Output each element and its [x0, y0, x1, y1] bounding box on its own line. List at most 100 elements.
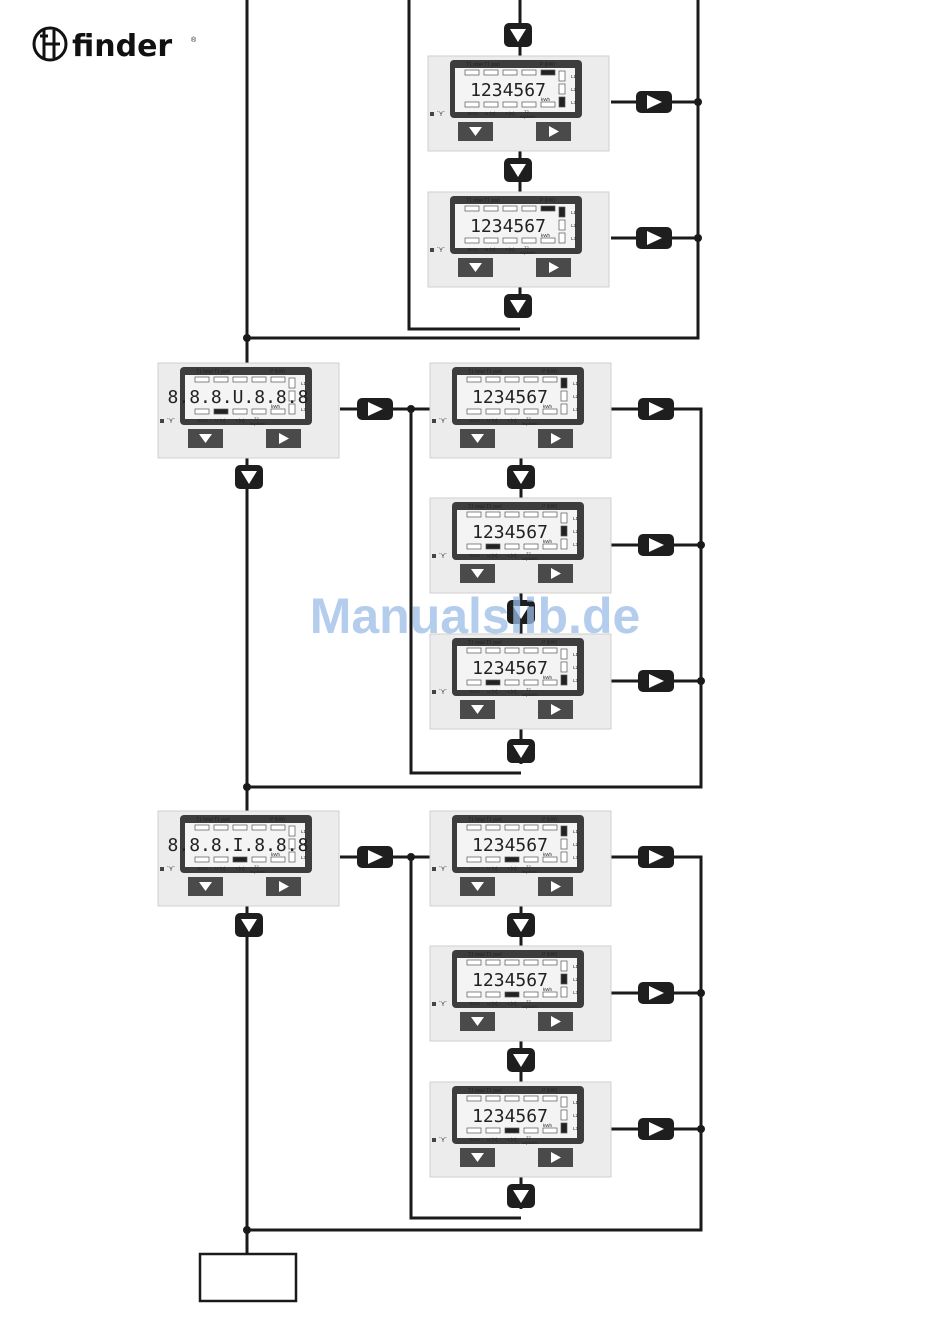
indicator-segment — [504, 376, 520, 383]
down-arrow-icon — [235, 465, 263, 489]
label-error: Error — [470, 689, 481, 694]
meter-down-button[interactable] — [458, 258, 493, 277]
label-i-a: I (A) — [508, 866, 517, 871]
indicator-segment — [523, 824, 539, 831]
indicator-segment — [485, 408, 501, 415]
meter-right-button[interactable] — [538, 1148, 573, 1167]
label-error: Error — [470, 418, 481, 423]
status-led-icon — [160, 419, 164, 423]
phase-bar — [288, 403, 296, 415]
meter-down-button[interactable] — [460, 700, 495, 719]
label-p-kw: P (kW) — [542, 952, 558, 958]
down-arrow-icon — [507, 913, 535, 937]
phase-bar — [558, 232, 566, 244]
indicator-segment — [521, 69, 537, 76]
indicator-segment — [466, 511, 482, 518]
label-t2: T2 — [254, 416, 259, 421]
indicator-segment — [466, 543, 482, 550]
label-l1: L1 — [573, 652, 579, 657]
right-arrow-icon — [636, 227, 672, 249]
phase-bar — [558, 70, 566, 82]
indicator-segment — [504, 824, 520, 831]
meter-reading: 1234567 — [470, 216, 546, 237]
right-arrow-icon — [551, 568, 561, 579]
indicator-segment — [542, 647, 558, 654]
indicator-segment — [523, 543, 539, 550]
indicator-segment — [502, 205, 518, 212]
meter-reading: 8.8.8.I.8.8.8 — [168, 835, 309, 856]
indicator-segment — [232, 376, 248, 383]
indicator-segment — [523, 511, 539, 518]
label-l2: L2 — [571, 223, 577, 228]
label-t1-part: T1 part — [486, 504, 502, 510]
label-error: Error — [470, 866, 481, 871]
meter-right-button[interactable] — [538, 700, 573, 719]
meter-right-button[interactable] — [538, 1012, 573, 1031]
meter-down-button[interactable] — [460, 877, 495, 896]
right-arrow-icon — [551, 1152, 561, 1163]
indicator-segment — [504, 511, 520, 518]
label-l1: L1 — [573, 516, 579, 521]
label-t1-total: T1 total — [466, 62, 483, 68]
indicator-segment — [523, 1127, 539, 1134]
meter-right-button[interactable] — [538, 429, 573, 448]
meter-down-button[interactable] — [460, 1012, 495, 1031]
indicator-segment — [270, 824, 286, 831]
label-t1-total: T1 total — [466, 198, 483, 204]
meter-right-button[interactable] — [538, 877, 573, 896]
label-l2: L2 — [301, 842, 307, 847]
indicator-segment — [270, 408, 286, 415]
indicator-segment — [521, 205, 537, 212]
meter-down-button[interactable] — [188, 877, 223, 896]
label-t1-total: T1 total — [468, 817, 485, 823]
connector-line — [247, 0, 700, 340]
right-arrow-icon — [551, 433, 561, 444]
down-arrow-icon — [504, 294, 532, 318]
down-arrow-icon — [471, 1017, 484, 1026]
label-l1: L1 — [301, 381, 307, 386]
connector-line — [409, 857, 521, 1220]
label-i-a: I (A) — [506, 247, 515, 252]
meter-right-button[interactable] — [266, 429, 301, 448]
meter-right-button[interactable] — [538, 564, 573, 583]
meter-right-button[interactable] — [536, 122, 571, 141]
meter-down-button[interactable] — [458, 122, 493, 141]
label-l2: L2 — [573, 842, 579, 847]
indicator-segment — [504, 856, 520, 863]
meter-right-button[interactable] — [266, 877, 301, 896]
label-i-a: I (A) — [508, 689, 517, 694]
meter-down-button[interactable] — [188, 429, 223, 448]
label-t1-part: T1 part — [484, 198, 500, 204]
label-t1-total: T1 total — [196, 817, 213, 823]
label-u-v: U (V) — [215, 866, 226, 871]
right-arrow-icon — [279, 881, 289, 892]
junction-dot — [694, 234, 702, 242]
indicator-segment — [485, 991, 501, 998]
down-arrow-icon — [507, 1184, 535, 1208]
meter-reading: 1234567 — [472, 387, 548, 408]
down-arrow-icon — [504, 23, 532, 47]
junction-dot — [694, 98, 702, 106]
signal-icon: ´Y` — [439, 1002, 447, 1008]
label-l3: L3 — [573, 990, 579, 995]
meter-down-button[interactable] — [460, 564, 495, 583]
indicator-segment — [485, 1095, 501, 1102]
indicator-segment — [502, 101, 518, 108]
meter-down-button[interactable] — [460, 1148, 495, 1167]
label-t2: T2 — [524, 245, 529, 250]
status-led-icon — [430, 112, 434, 116]
meter-right-button[interactable] — [536, 258, 571, 277]
indicator-segment — [483, 237, 499, 244]
meter-reading: 1234567 — [472, 522, 548, 543]
indicator-segment — [483, 69, 499, 76]
right-arrow-icon — [551, 1016, 561, 1027]
indicator-segment — [270, 856, 286, 863]
indicator-segment — [466, 376, 482, 383]
meter-down-button[interactable] — [460, 429, 495, 448]
watermark: Manualslib.de — [310, 588, 641, 644]
